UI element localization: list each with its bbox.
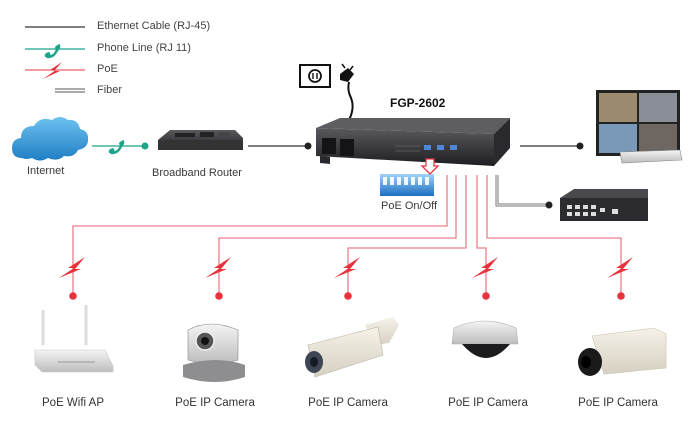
poe-bolts — [59, 257, 633, 300]
endpoint-label-dome-camera: PoE IP Camera — [448, 397, 528, 409]
poe-bolt-icon — [59, 257, 85, 278]
poe-connections — [72, 175, 622, 296]
cloud-icon — [12, 117, 89, 161]
fiber-switch-gig-inner — [496, 175, 548, 206]
legend-label-phone: Phone Line (RJ 11) — [97, 42, 191, 54]
endpoint-label-wifi-ap: PoE Wifi AP — [42, 397, 104, 409]
poe-bolt-icon — [334, 257, 360, 278]
dome-camera-icon — [451, 320, 519, 358]
gigabit-switch-icon — [560, 189, 648, 221]
power-outlet-icon — [299, 64, 331, 88]
poe-bolt-icon — [205, 257, 231, 278]
legend — [25, 26, 85, 93]
power-cord — [347, 81, 354, 121]
legend-poe-icon — [43, 62, 62, 79]
poe-endpoint-dot — [69, 292, 77, 300]
poe-line-1 — [72, 175, 448, 296]
poe-endpoint-dot — [617, 292, 625, 300]
legend-label-poe: PoE — [97, 63, 118, 75]
top-connections — [92, 81, 584, 209]
legend-phone-icon — [44, 44, 61, 59]
dip-switch-icon — [380, 158, 440, 196]
phone-link-icon — [108, 140, 125, 155]
switch-model-label: FGP-2602 — [390, 96, 446, 110]
legend-label-fiber: Fiber — [97, 84, 123, 96]
nvr-monitor-icon — [596, 90, 683, 164]
poe-line-4 — [476, 175, 487, 296]
arrow-down-icon — [420, 158, 440, 175]
box-camera-icon — [578, 327, 667, 376]
router-label: Broadband Router — [152, 167, 242, 179]
poe-toggle-label: PoE On/Off — [381, 200, 438, 212]
ptz-camera-icon — [183, 323, 245, 382]
endpoint-label-bullet-camera: PoE IP Camera — [308, 397, 388, 409]
poe-endpoint-dot — [344, 292, 352, 300]
poe-bolt-icon — [472, 257, 498, 278]
endpoint-label-ptz-camera: PoE IP Camera — [175, 397, 255, 409]
poe-switch-icon — [316, 118, 510, 166]
wifi-ap-icon — [34, 305, 114, 373]
internet-label: Internet — [27, 165, 65, 177]
endpoint-label-box-camera: PoE IP Camera — [578, 397, 658, 409]
ethernet-switch-nvr-dot — [576, 142, 584, 150]
bullet-camera-icon — [305, 317, 399, 378]
fiber-switch-gig-dot — [545, 201, 553, 209]
ethernet-router-switch-dot — [304, 142, 312, 150]
power-plug-icon — [340, 63, 354, 82]
phone-link-dot — [141, 142, 149, 150]
poe-bolt-icon — [607, 257, 633, 278]
fiber-switch-gig — [495, 175, 548, 207]
router-icon — [158, 130, 243, 150]
legend-label-ethernet: Ethernet Cable (RJ-45) — [97, 20, 211, 32]
poe-endpoint-dot — [215, 292, 223, 300]
poe-endpoint-dot — [482, 292, 490, 300]
